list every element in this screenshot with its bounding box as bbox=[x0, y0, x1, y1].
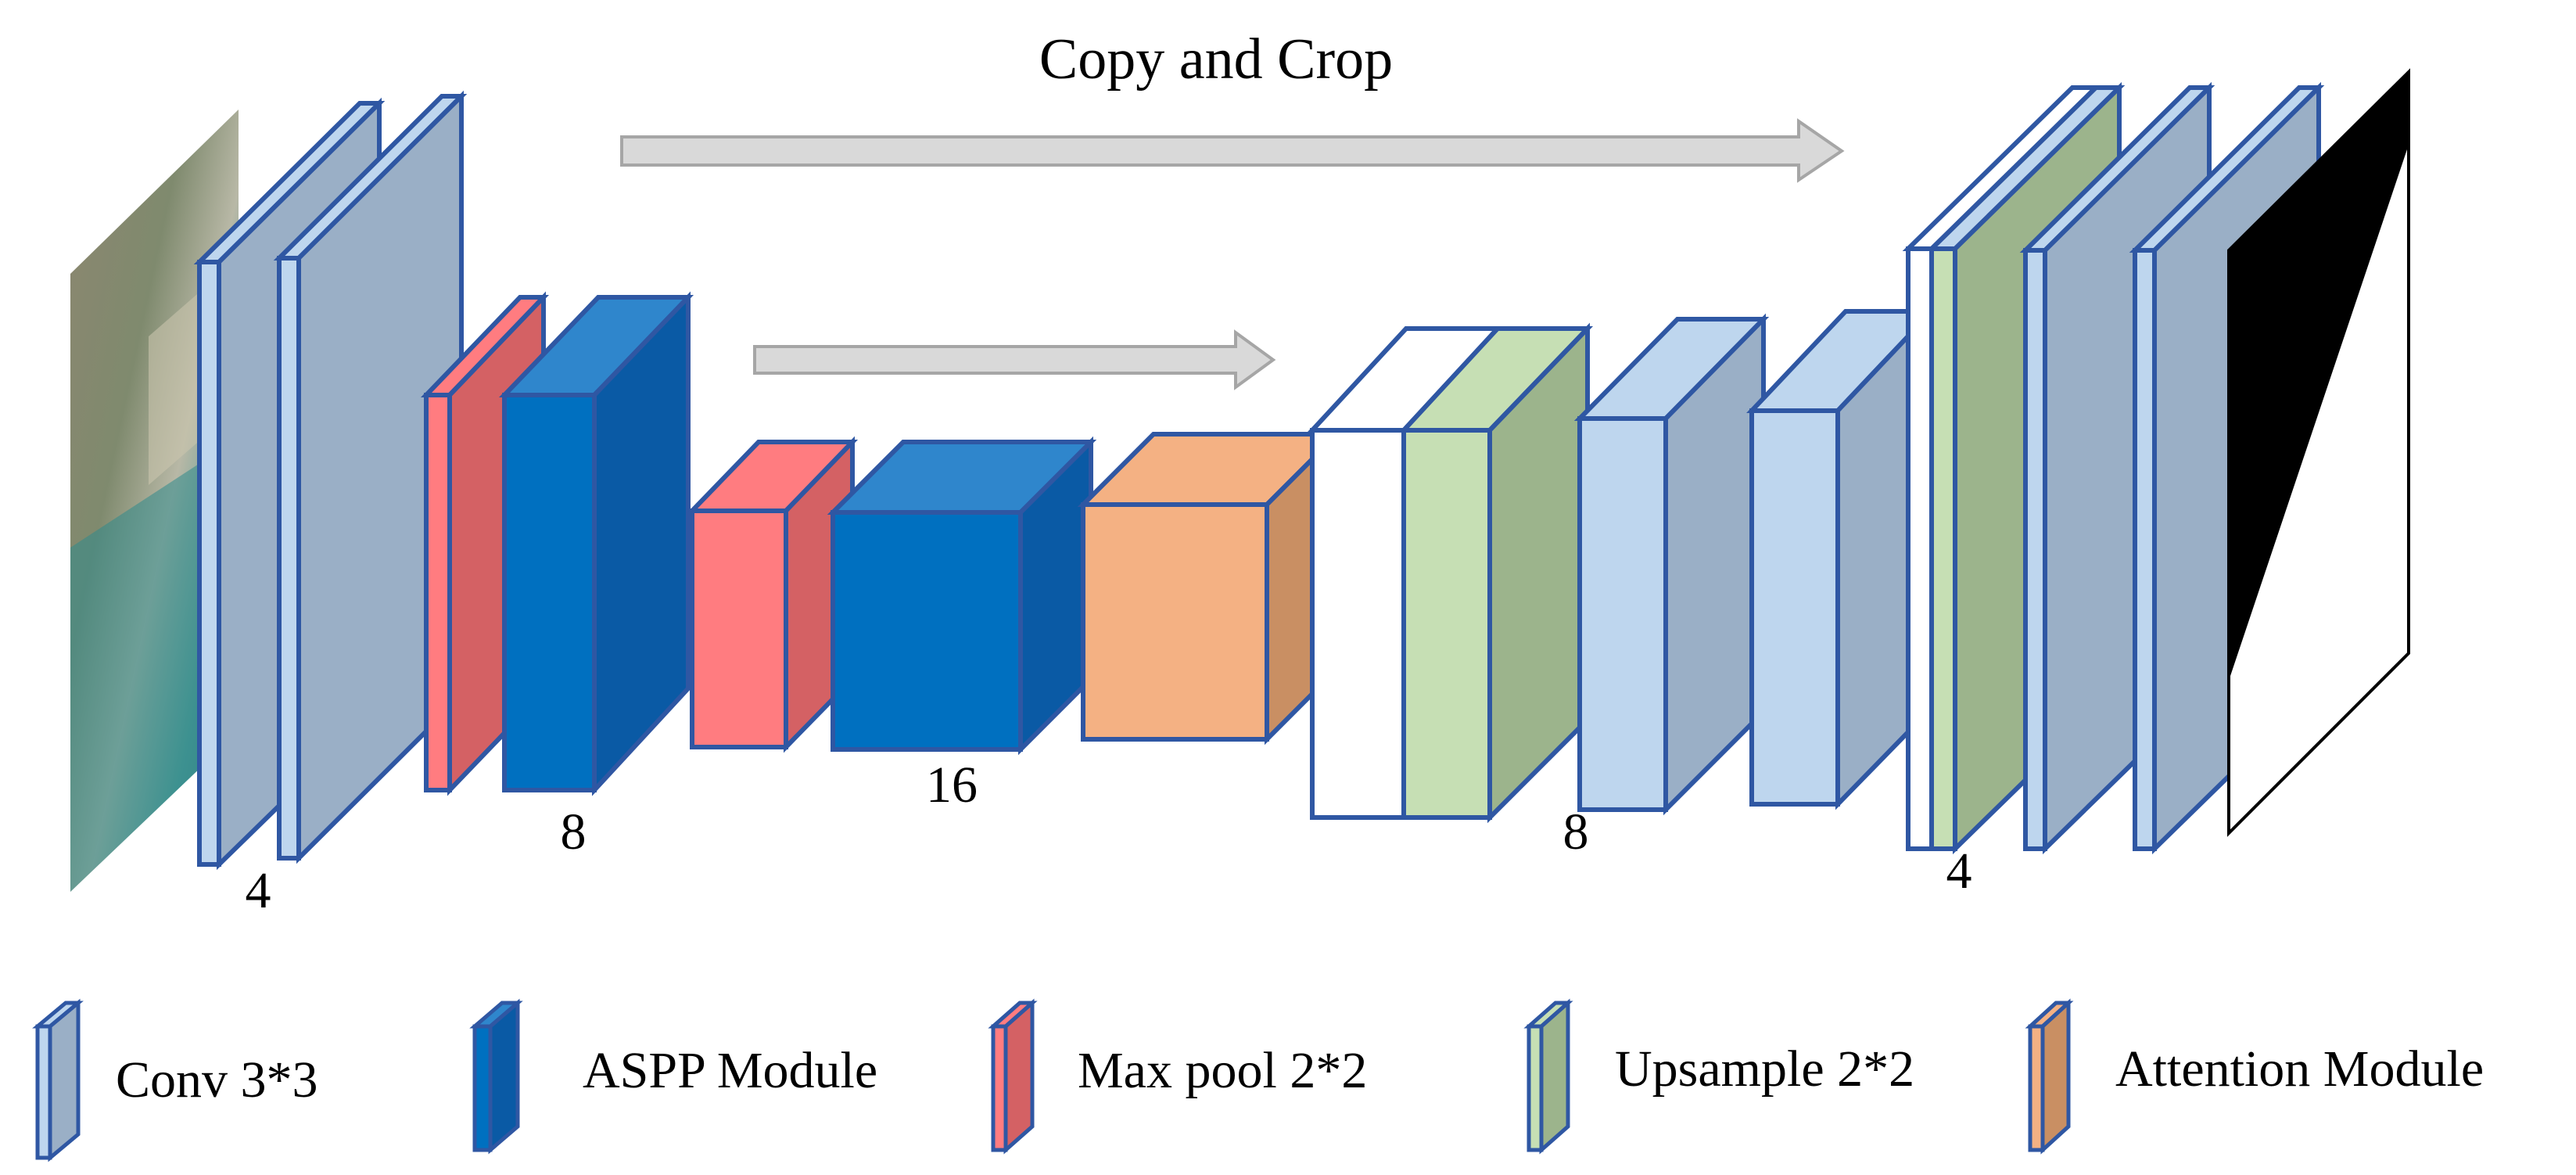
legend-label-attention: Attention Module bbox=[2115, 1040, 2484, 1098]
decoder-concat-block bbox=[1307, 326, 1503, 820]
legend-label-conv: Conv 3*3 bbox=[116, 1051, 318, 1109]
attention-module-block bbox=[1077, 428, 1344, 746]
stage-label-decoder-1: 4 bbox=[1946, 843, 1972, 900]
encoder-conv-block-2 bbox=[273, 90, 468, 864]
legend-item-aspp: ASPP Module bbox=[469, 998, 877, 1155]
copy-crop-arrow-short bbox=[753, 329, 1276, 390]
legend-label-maxpool: Max pool 2*2 bbox=[1078, 1042, 1367, 1099]
stage-label-bottleneck: 16 bbox=[926, 756, 978, 814]
stage-label-decoder-2: 8 bbox=[1563, 803, 1589, 861]
bottleneck-aspp-block bbox=[827, 436, 1097, 756]
legend-item-upsample: Upsample 2*2 bbox=[1523, 998, 1914, 1155]
legend-item-attention: Attention Module bbox=[2025, 998, 2484, 1155]
decoder-conv-block-1 bbox=[1573, 313, 1770, 816]
legend: Conv 3*3 ASPP Module Max pool 2*2 Upsamp… bbox=[32, 998, 2484, 1162]
decoder-conv-block-2 bbox=[1746, 305, 1937, 810]
legend-label-aspp: ASPP Module bbox=[583, 1042, 877, 1099]
legend-item-maxpool: Max pool 2*2 bbox=[988, 998, 1367, 1155]
output-segmentation-mask bbox=[2227, 68, 2410, 837]
stage-label-encoder-1: 4 bbox=[246, 862, 271, 919]
copy-crop-arrow-long bbox=[620, 118, 1845, 183]
input-aerial-image bbox=[70, 110, 239, 892]
stage-label-encoder-2: 8 bbox=[561, 803, 587, 861]
legend-item-conv: Conv 3*3 bbox=[32, 998, 318, 1162]
legend-label-upsample: Upsample 2*2 bbox=[1615, 1040, 1914, 1098]
diagram-title: Copy and Crop bbox=[1039, 27, 1393, 92]
decoder-upsample-block-1 bbox=[1398, 322, 1594, 824]
bottleneck-maxpool-block bbox=[686, 436, 859, 753]
encoder-aspp-block-1 bbox=[498, 291, 694, 796]
